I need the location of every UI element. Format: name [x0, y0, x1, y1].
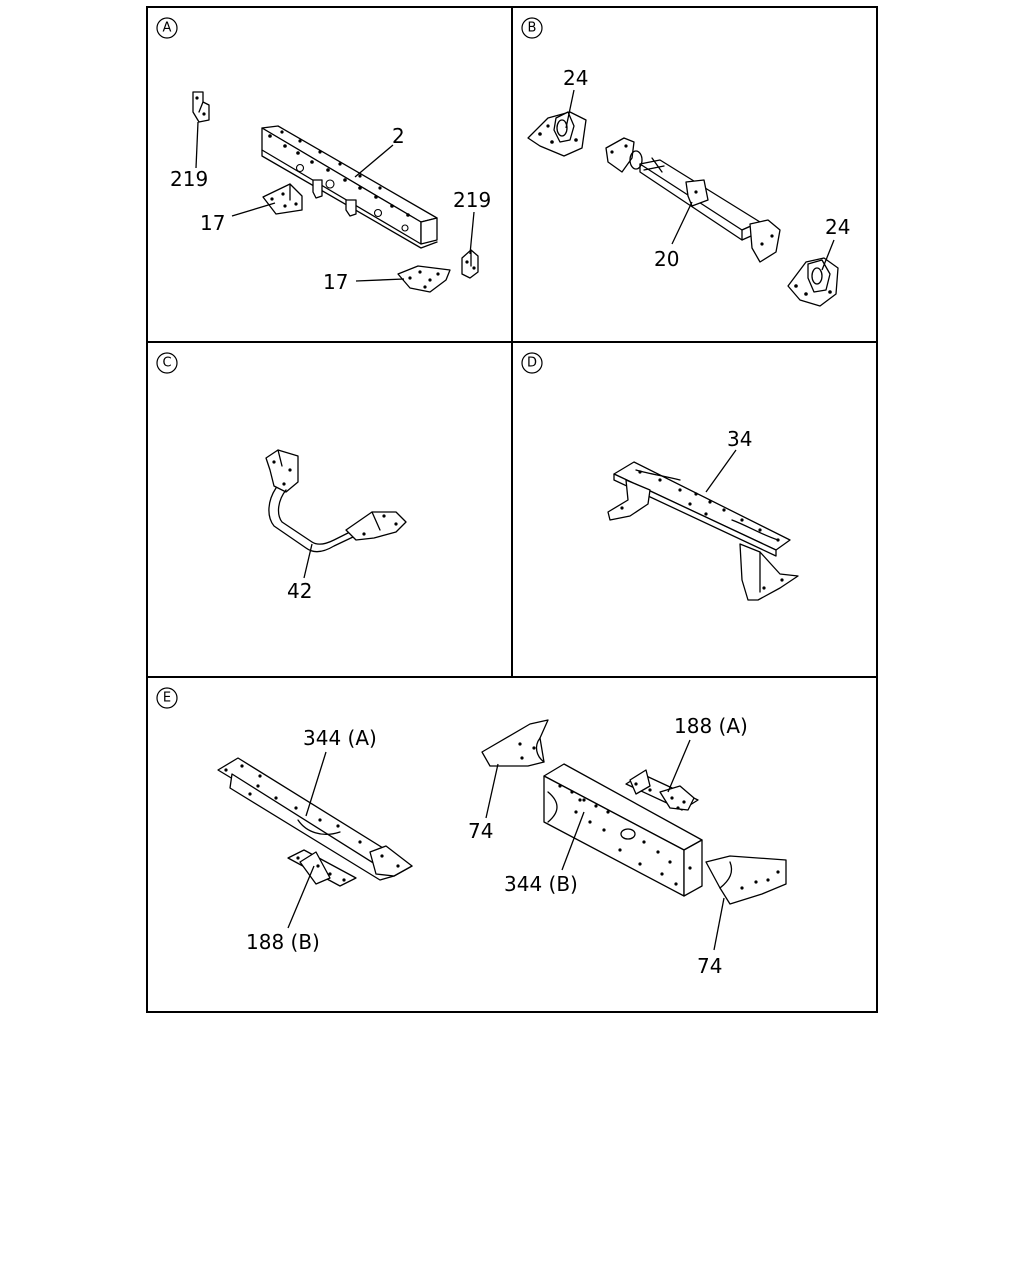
panel-a: A: [156, 17, 491, 294]
callout-20: 20: [654, 247, 679, 271]
panel-label-d: D: [521, 352, 543, 374]
leader-188-b: [287, 865, 315, 929]
leader-17-lower: [355, 278, 405, 282]
mount-part-24-upper: [527, 111, 587, 157]
panel-b: B: [521, 17, 850, 307]
leader-24-upper: [565, 89, 575, 129]
gusset-part-74-lower: [705, 855, 787, 905]
bracket-part-219-lower: [461, 249, 479, 279]
callout-17-upper: 17: [200, 211, 225, 235]
callout-344-b: 344 (B): [504, 872, 578, 896]
crossmember-part-34: [607, 461, 799, 601]
panel-e: E: [156, 687, 787, 978]
callout-42: 42: [287, 579, 312, 603]
panel-label-e: E: [156, 687, 178, 709]
leader-344-a: [305, 751, 327, 817]
plate-part-17-lower: [397, 265, 451, 293]
callout-188-a: 188 (A): [674, 714, 748, 738]
leader-20: [671, 201, 693, 245]
panel-c: C 42: [156, 352, 407, 603]
crossmember-part-344-b: [543, 763, 703, 897]
bracket-part-219-upper: [192, 91, 210, 123]
crossmember-part-344-a: [217, 757, 413, 881]
leader-219-lower: [469, 211, 475, 255]
mount-part-24-lower: [787, 257, 839, 307]
leader-344-b: [561, 811, 585, 871]
leader-2: [354, 144, 394, 178]
callout-344-a: 344 (A): [303, 726, 377, 750]
leader-34: [705, 449, 737, 493]
callout-188-b: 188 (B): [246, 930, 320, 954]
pipe-bracket-part-42: [265, 449, 407, 553]
leader-74-lower: [713, 897, 725, 951]
svg-text:E: E: [163, 691, 171, 706]
leader-42: [303, 543, 313, 579]
callout-219-lower: 219: [453, 188, 491, 212]
leader-24-lower: [821, 239, 835, 271]
callout-219-upper: 219: [170, 167, 208, 191]
panel-label-c: C: [156, 352, 178, 374]
svg-text:C: C: [162, 356, 171, 371]
crossmember-assembly-part-20: [605, 137, 781, 263]
svg-text:B: B: [528, 21, 537, 36]
callout-2: 2: [392, 124, 405, 148]
panel-label-a: A: [156, 17, 178, 39]
plate-part-17-upper: [262, 183, 303, 215]
panel-label-b: B: [521, 17, 543, 39]
panel-d: D 34: [521, 352, 799, 601]
callout-24-upper: 24: [563, 66, 588, 90]
bracket-part-188-b: [287, 849, 357, 887]
callout-74-upper: 74: [468, 819, 493, 843]
svg-text:A: A: [163, 21, 172, 36]
svg-text:D: D: [527, 356, 537, 371]
callout-34: 34: [727, 427, 752, 451]
callout-74-lower: 74: [697, 954, 722, 978]
leader-219-upper: [195, 121, 199, 169]
callout-24-lower: 24: [825, 215, 850, 239]
leader-74-upper: [485, 763, 499, 819]
callout-17-lower: 17: [323, 270, 348, 294]
leader-188-a: [667, 739, 691, 793]
crossmember-part-2: [261, 125, 438, 249]
leader-17-upper: [231, 202, 276, 217]
gusset-part-74-upper: [481, 719, 549, 767]
